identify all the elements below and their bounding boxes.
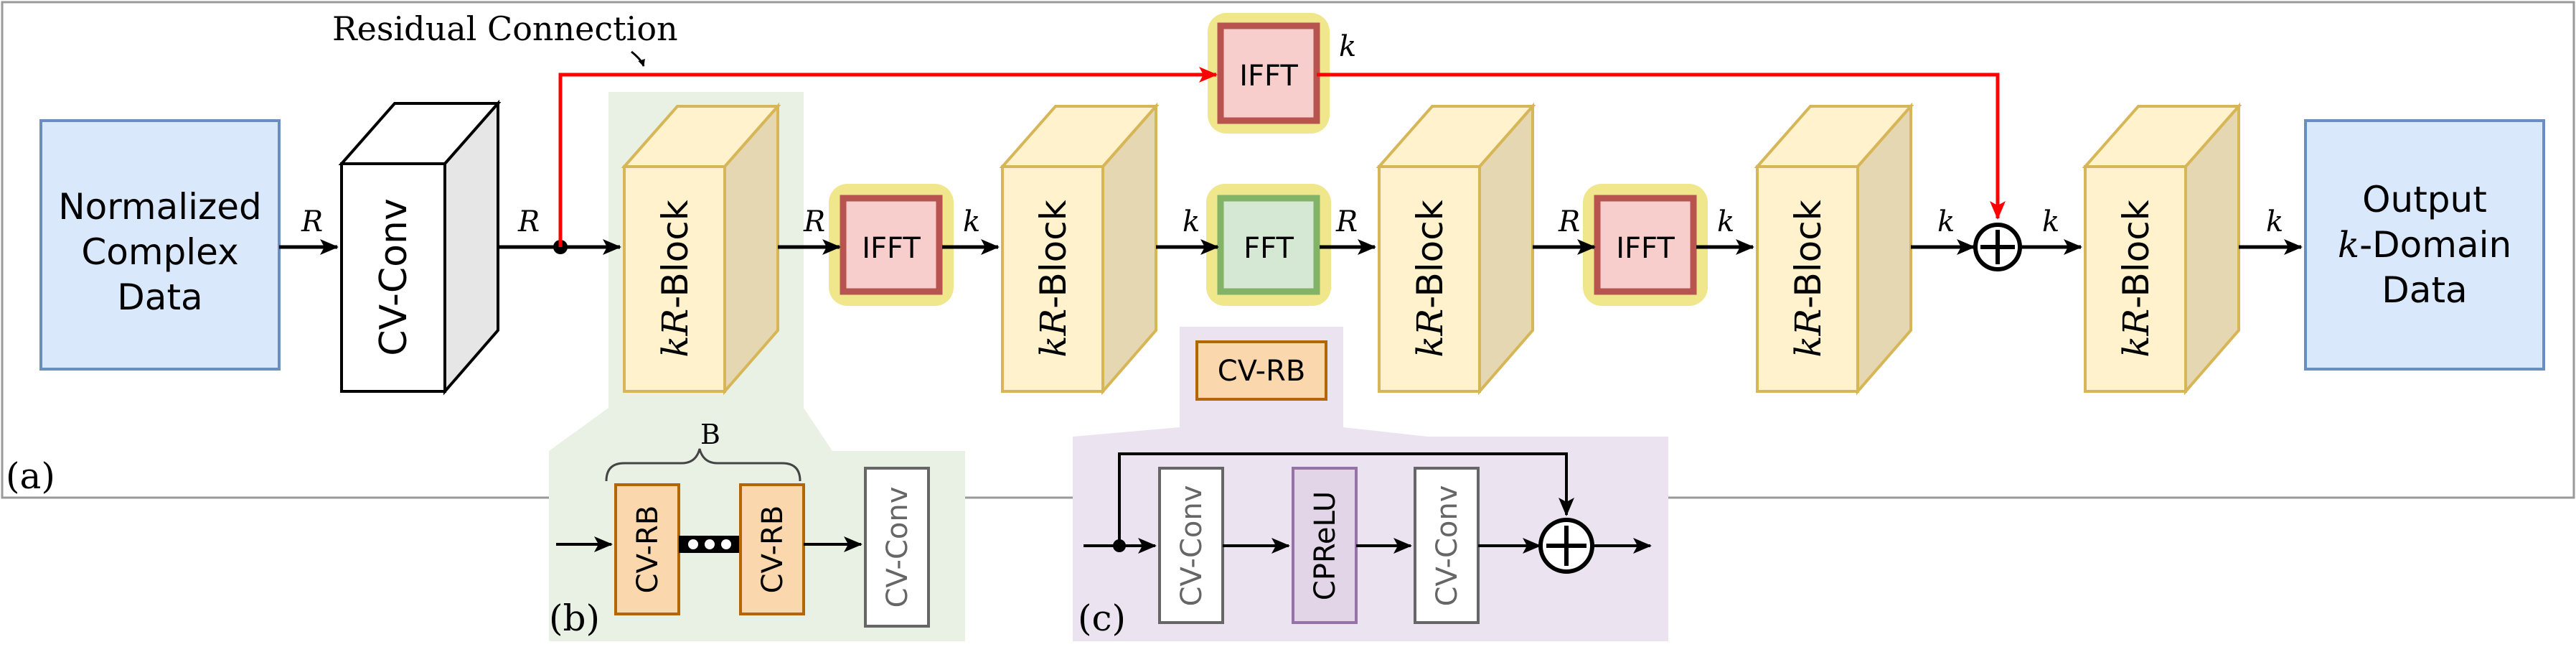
edge-label-kr4-out: k	[1937, 205, 1955, 238]
panel-c-zoom	[1073, 427, 1428, 437]
panel-b-rb1	[614, 483, 680, 615]
edge-label-input-out: R	[301, 205, 323, 238]
panel-c-title-box	[1195, 340, 1327, 401]
ifft-2-label: IFFT	[1616, 232, 1675, 265]
panel-b-rb2-label: CV-RB	[756, 506, 789, 594]
kr-block-2-label: kR-Block	[1033, 200, 1074, 357]
fft-1: FFT	[1206, 184, 1331, 306]
input-label-line3: Data	[117, 276, 202, 318]
ifft-top-label: IFFT	[1239, 60, 1298, 93]
panel-label-a: (a)	[6, 455, 55, 497]
panel-label-b: (b)	[549, 597, 600, 639]
panel-b-dot-2	[705, 539, 715, 549]
ifft-top: IFFT	[1208, 13, 1330, 134]
sum-node	[1973, 223, 2022, 271]
kr-block-2: kR-Block	[999, 102, 1160, 396]
panel-c-conv1	[1158, 467, 1224, 624]
residual-pointer-arrow	[631, 50, 645, 67]
panel-b-dot-3	[721, 539, 731, 549]
panel-c-title-label: CV-RB	[1218, 355, 1306, 388]
output-label-line2: k-Domain	[2338, 224, 2511, 266]
edge-label-ifft2-out: k	[1717, 205, 1734, 238]
edge-label-kr3-out: R	[1558, 205, 1580, 238]
input-label-line2: Complex	[81, 231, 238, 273]
panel-b-conv	[864, 467, 930, 628]
kr-block-1-label: kR-Block	[654, 200, 696, 357]
panel-b-conv-label: CV-Conv	[881, 487, 914, 608]
panel-c-skip-connection	[1118, 452, 1574, 546]
panel-b-rb2	[739, 483, 805, 615]
edge-label-kr2-out: k	[1183, 205, 1200, 238]
panel-label-c: (c)	[1078, 597, 1126, 639]
cv-conv-main-label: CV-Conv	[372, 198, 415, 355]
panel-c-conv1-label: CV-Conv	[1175, 485, 1208, 607]
kr-block-3: kR-Block	[1376, 102, 1536, 396]
edge-label-sum-out: k	[2042, 205, 2059, 238]
edge-label-fft-out: R	[1335, 205, 1358, 238]
residual-connection-to-ifft	[558, 67, 1218, 247]
panel-c-cprelu	[1292, 467, 1358, 624]
panel-b-brace	[605, 448, 802, 482]
panel-b-zoom	[549, 408, 832, 451]
kr-block-3-label: kR-Block	[1409, 200, 1451, 357]
edge-label-ifft-top-out: k	[1339, 30, 1356, 63]
panel-b-rb1-label: CV-RB	[631, 506, 664, 594]
kr-block-1: kR-Block	[621, 102, 781, 396]
output-label-line3: Data	[2382, 269, 2467, 311]
output-data-box	[2304, 119, 2545, 371]
panel-c-cprelu-label: CPReLU	[1309, 491, 1342, 600]
residual-connection-label: Residual Connection	[332, 9, 678, 48]
output-label-line1: Output	[2362, 179, 2487, 220]
panel-c-sum-node	[1538, 518, 1594, 574]
ifft-1-label: IFFT	[862, 232, 921, 265]
edge-label-conv-out: R	[517, 205, 540, 238]
ifft-1: IFFT	[829, 184, 954, 306]
cv-conv-cube: CV-Conv	[338, 99, 502, 396]
panel-b-brace-label: B	[700, 419, 720, 450]
kr-block-4: kR-Block	[1754, 102, 1914, 396]
ifft-2: IFFT	[1583, 184, 1708, 306]
input-data-box	[39, 119, 281, 371]
panel-c-conv2-label: CV-Conv	[1431, 485, 1464, 607]
residual-connection-to-sum	[1317, 73, 2006, 220]
edge-label-ifft1-out: k	[963, 205, 980, 238]
fft-1-label: FFT	[1244, 232, 1294, 265]
kr-block-4-label: kR-Block	[1787, 200, 1829, 357]
kr-block-5: kR-Block	[2082, 102, 2242, 396]
panel-b-dot-1	[688, 539, 698, 549]
kr-block-5-label: kR-Block	[2115, 200, 2157, 357]
edge-label-kr1-out: R	[803, 205, 825, 238]
input-label-line1: Normalized	[58, 186, 262, 228]
edge-label-kr5-out: k	[2266, 205, 2283, 238]
